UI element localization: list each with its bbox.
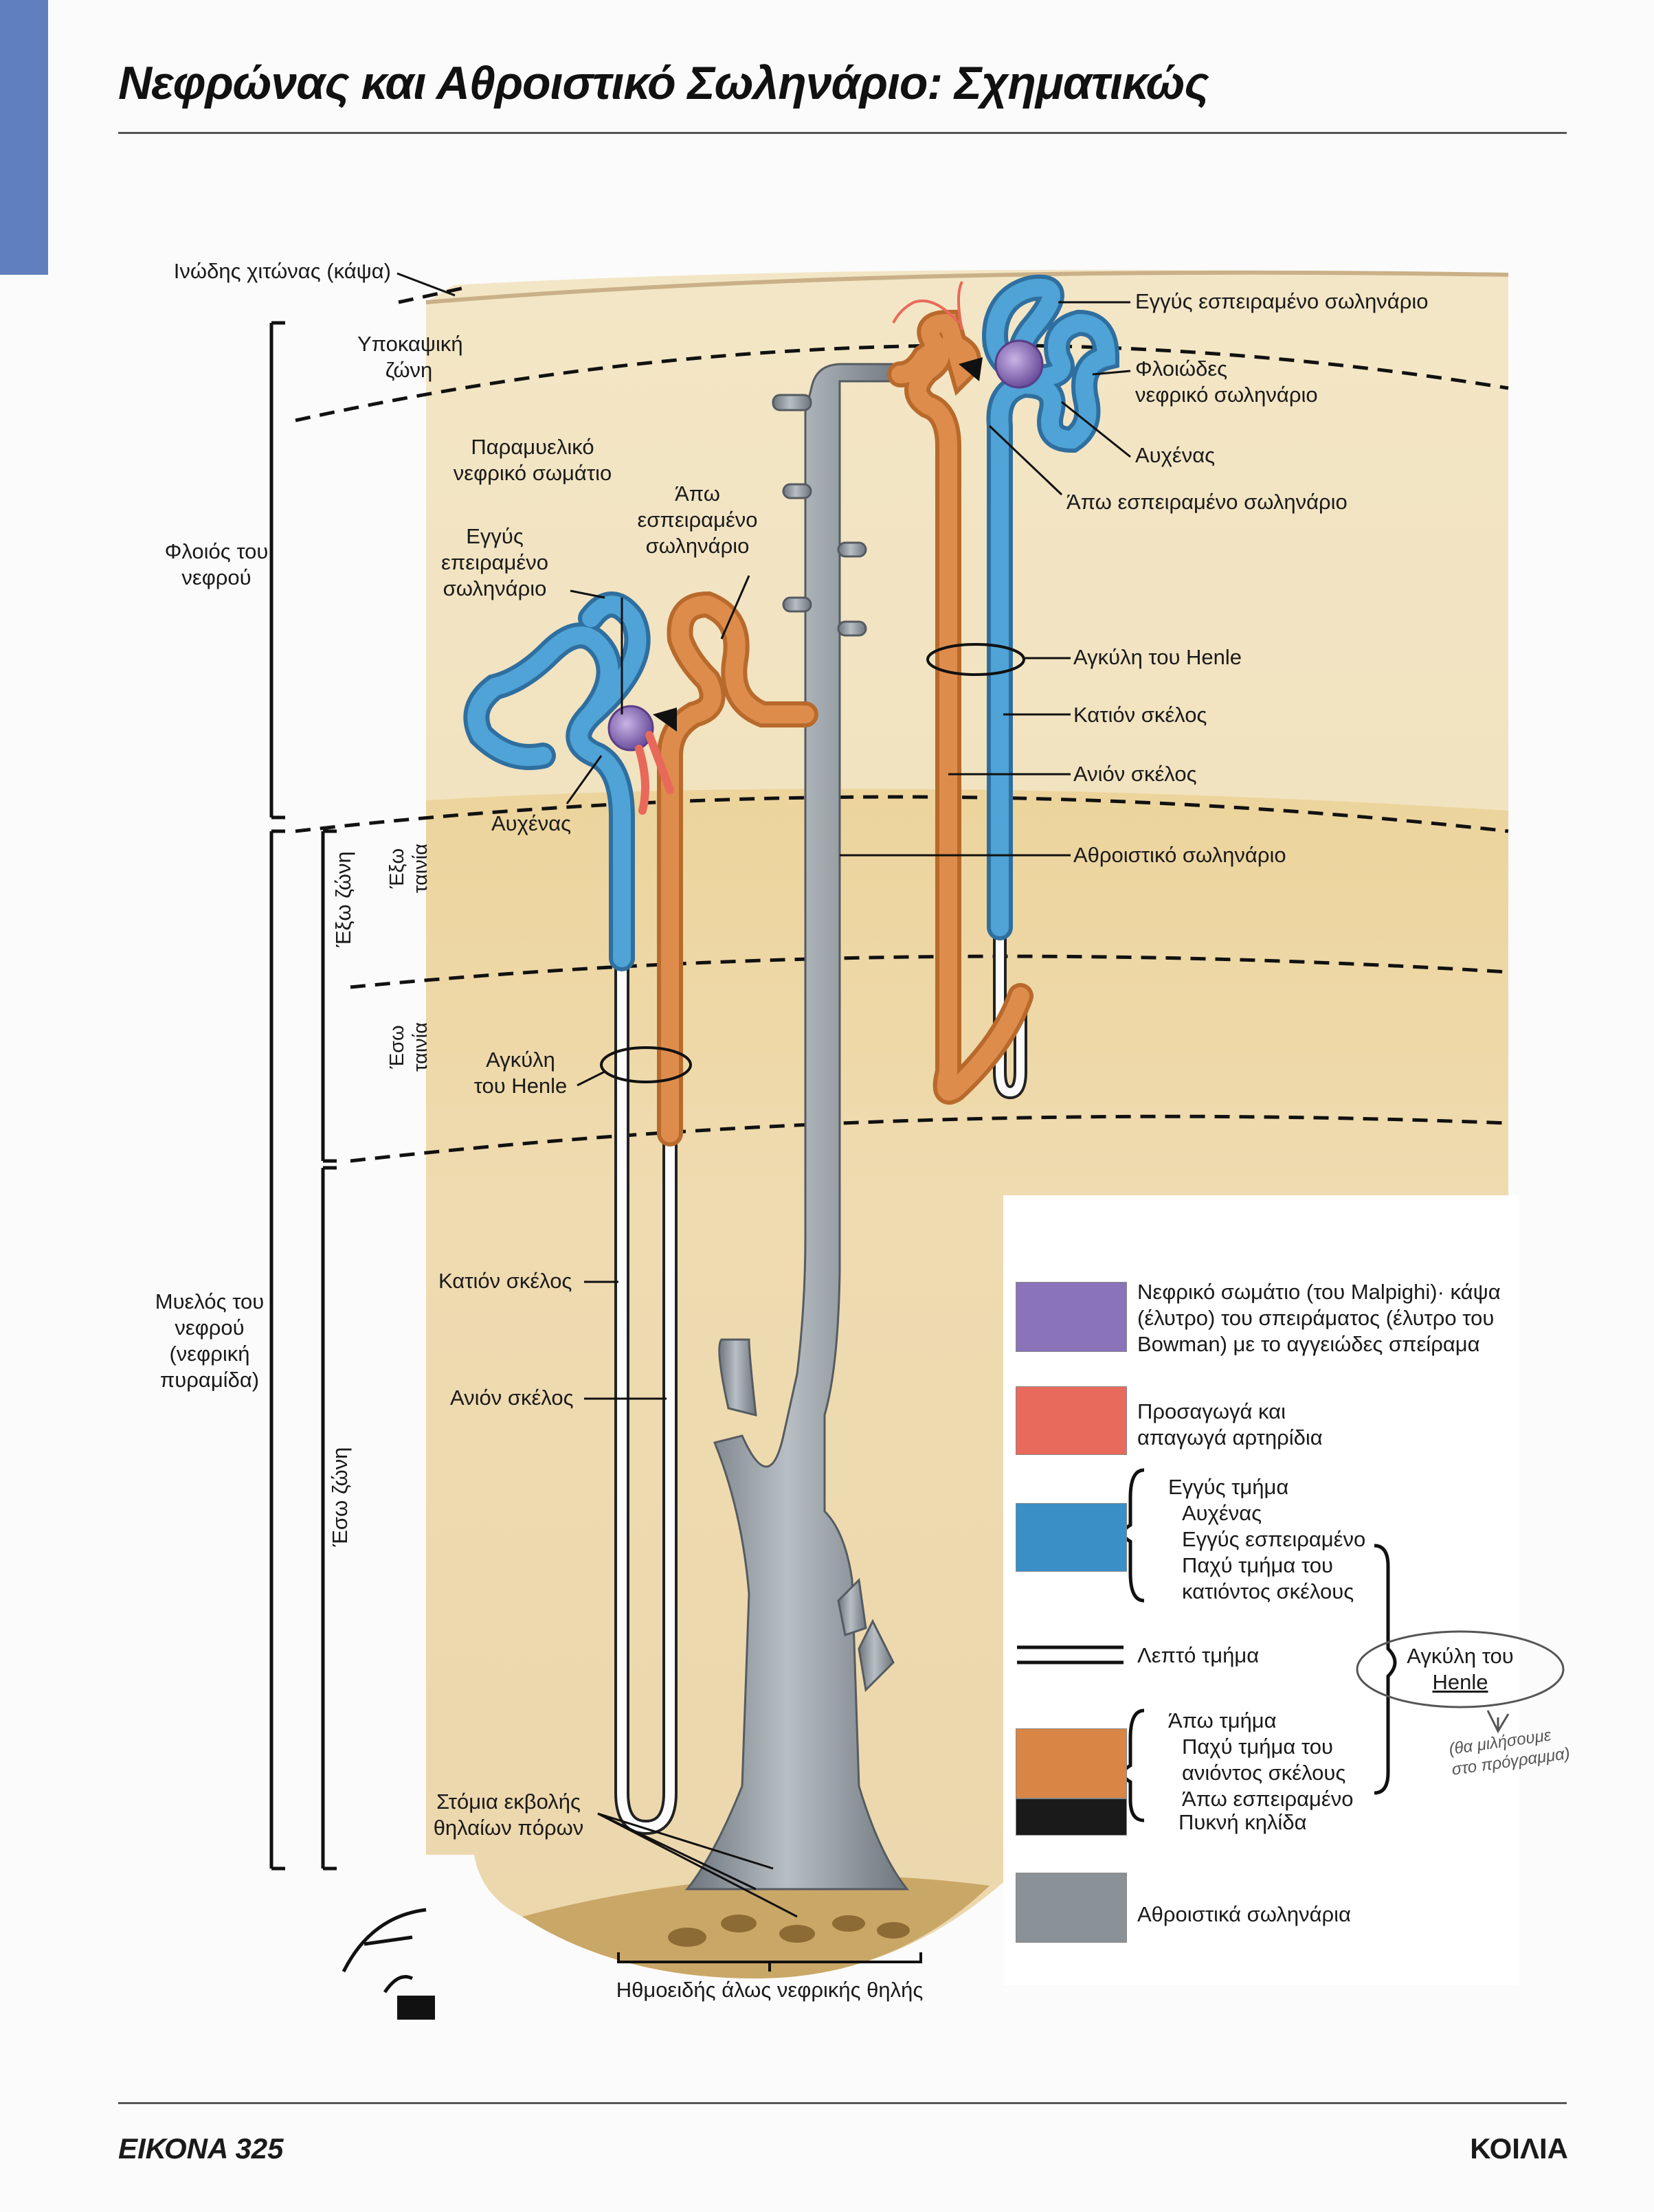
legend-swatch-proximal: [1016, 1503, 1127, 1572]
legend-thin: Λεπτό τμήμα: [1137, 1643, 1260, 1667]
capsule-line: [425, 270, 1509, 304]
label-inner-zone: Έσω ζώνη: [328, 1447, 352, 1547]
cribrosa-bracket: [617, 1952, 922, 1972]
jm-loop-marker: [600, 1046, 692, 1083]
cn-loop-marker: [926, 643, 1025, 676]
legend-swatch-macula: [1016, 1798, 1127, 1836]
jm-glomerulus: [607, 705, 654, 752]
label-collecting-duct: Αθροιστικό σωληνάριο: [1073, 843, 1286, 867]
handwritten-arrow: [1486, 1710, 1510, 1734]
jm-arterioles: [635, 731, 674, 815]
label-capsule: Ινώδης χιτώνας (κάψα): [173, 259, 391, 283]
legend-macula: Πυκνή κηλίδα: [1178, 1810, 1307, 1834]
page-title: Νεφρώνας και Αθροιστικό Σωληνάριο: Σχημα…: [118, 57, 1209, 109]
label-cn-distal: Άπω εσπειραμένο σωληνάριο: [1066, 490, 1348, 514]
label-cn-loop: Αγκύλη του Henle: [1073, 645, 1242, 669]
legend-swatch-corpuscle: [1016, 1282, 1127, 1352]
cribrosa-area: [522, 1875, 990, 1978]
label-jm-neck: Αυχένας: [491, 811, 572, 835]
legend-corpuscle: Νεφρικό σωμάτιο (του Malpighi)· κάψα(έλυ…: [1137, 1280, 1501, 1356]
label-cn-ascending: Ανιόν σκέλος: [1073, 762, 1197, 786]
signature-logo: [342, 1908, 435, 2020]
cn-macula-densa: [959, 357, 983, 381]
legend-swatch-arterioles: [1016, 1386, 1127, 1455]
legend-swatch-collecting: [1016, 1873, 1127, 1943]
handwritten-circle: [1356, 1630, 1565, 1708]
label-cribrosa: Ηθμοειδής άλως νεφρικής θηλής: [616, 1978, 924, 2002]
cn-arterioles: [892, 281, 963, 330]
leader-lines: [396, 272, 1131, 1918]
duct-branches: [772, 394, 867, 637]
cn-glomerulus: [994, 339, 1044, 389]
section-name: ΚΟΙΛΙΑ: [1470, 2132, 1568, 2165]
title-divider: [118, 132, 1567, 134]
legend-collecting: Αθροιστικά σωληνάρια: [1137, 1902, 1351, 1926]
label-cn-proximal: Εγγύς εσπειραμένο σωληνάριο: [1135, 289, 1429, 313]
legend-thin-swatch: [1017, 1645, 1124, 1664]
region-brackets: [269, 321, 337, 1871]
label-jm-descending: Κατιόν σκέλος: [438, 1269, 572, 1293]
papillary-openings: [668, 1915, 910, 1947]
medulla-region: [426, 789, 1508, 1978]
label-jm-ascending: Ανιόν σκέλος: [450, 1386, 574, 1410]
figure-number: ΕΙΚΟΝΑ 325: [118, 2132, 284, 2165]
label-cn-neck: Αυχένας: [1135, 443, 1216, 467]
jm-macula-densa: [653, 708, 677, 732]
page-edge-tab: [0, 0, 48, 275]
label-cn-descending: Κατιόν σκέλος: [1073, 703, 1207, 727]
zone-boundaries: [295, 285, 1509, 1163]
legend-swatch-distal: [1016, 1728, 1127, 1798]
collecting-duct: [684, 363, 910, 1891]
footer-divider: [118, 2102, 1567, 2104]
label-outer-zone: Έξω ζώνη: [331, 851, 355, 947]
